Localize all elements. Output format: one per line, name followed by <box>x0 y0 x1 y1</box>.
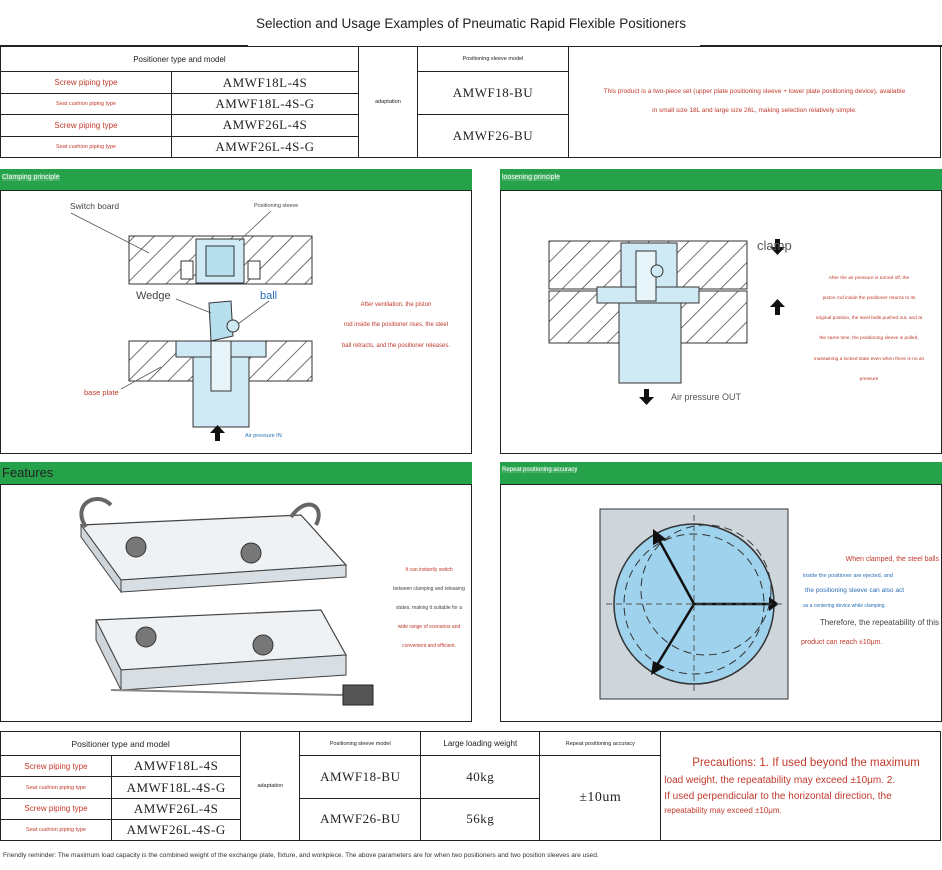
row-model: AMWF26L-4S-G <box>110 818 242 842</box>
label-air-in: Air pressure IN <box>245 433 282 439</box>
features-note-line: wide range of scenarios and <box>397 624 461 630</box>
adaptation-label: adaptation <box>240 731 301 841</box>
accuracy-value: ±10um <box>539 755 662 841</box>
accuracy-diagram <box>599 508 789 700</box>
row-type: Seat cushion piping type <box>0 135 172 159</box>
description-line-2: in small size 18L and large size 26L, ma… <box>652 107 857 114</box>
clamping-note-line: ball retracts, and the positioner releas… <box>341 342 451 349</box>
features-note-line: states, making it suitable for a <box>395 605 463 611</box>
label-clamp: clamp <box>757 238 792 253</box>
features-bar: Features <box>0 462 472 484</box>
accuracy-line: the positioning sleeve can also act <box>805 587 905 595</box>
features-panel: It can instantly switch between clamping… <box>0 484 472 722</box>
row-type: Screw piping type <box>0 755 112 778</box>
accuracy-line: When clamped, the steel balls <box>845 556 939 563</box>
loosening-panel: clamp Air pressure OUT After the air pre… <box>500 190 942 454</box>
precautions-line: load weight, the repeatability may excee… <box>664 774 896 786</box>
row-type: Screw piping type <box>0 797 112 820</box>
sleeve-model: AMWF18-BU <box>416 71 569 116</box>
row-type: Seat cushion piping type <box>0 92 172 116</box>
label-positioning-sleeve: Positioning sleeve <box>254 203 299 209</box>
page-title: Selection and Usage Examples of Pneumati… <box>256 16 686 31</box>
clamping-bar-title: Clamping principle <box>2 174 60 181</box>
precautions-cell: Precautions: 1. If used beyond the maxim… <box>660 731 941 841</box>
load-value: 40kg <box>420 755 541 799</box>
footer-reminder: Friendly reminder: The maximum load capa… <box>3 852 599 859</box>
title-rule <box>700 45 942 47</box>
loosening-note-line: the same time, the positioning sleeve is… <box>819 336 919 342</box>
bottom-spec-table: Positioner type and model adaptation Pos… <box>0 730 941 842</box>
clamping-diagram <box>70 210 313 441</box>
header-sleeve: Positioning sleeve model <box>299 730 422 757</box>
clamping-note-line: After ventilation, the piston <box>360 302 432 308</box>
label-air-out: Air pressure OUT <box>671 392 742 402</box>
clamping-note: After ventilation, the piston rod inside… <box>323 295 469 356</box>
top-selection-table: Positioner type and model adaptation Pos… <box>0 45 942 159</box>
accuracy-line: Therefore, the repeatability of this <box>819 618 939 628</box>
features-note: It can instantly switch between clamping… <box>381 561 477 656</box>
precautions-line: repeatability may exceed ±10μm. <box>664 805 782 815</box>
row-model: AMWF18L-4S <box>171 71 359 94</box>
row-model: AMWF18L-4S-G <box>110 776 242 799</box>
label-ball: ball <box>260 290 278 302</box>
loosening-note-line: pressure <box>859 376 879 382</box>
row-model: AMWF18L-4S <box>110 755 242 778</box>
loosening-note: After the air pressure is turned off, th… <box>799 269 939 390</box>
header-accuracy: Repeat positioning accuracy <box>539 730 662 757</box>
features-note-line: convenient and efficient. <box>402 643 456 649</box>
loosening-bar: loosening principle <box>500 169 942 191</box>
accuracy-bar-title: Repeat positioning accuracy <box>502 467 578 473</box>
loosening-note-line: piston rod inside the positioner returns… <box>822 296 916 302</box>
accuracy-line: product can reach ±10μm. <box>801 639 883 647</box>
row-type: Screw piping type <box>0 71 172 94</box>
header-type: Positioner type and model <box>0 45 359 73</box>
label-switch-board: Switch board <box>70 201 120 211</box>
description-cell: This product is a two-piece set (upper p… <box>567 46 942 158</box>
precautions-line: If used perpendicular to the horizontal … <box>664 790 892 802</box>
sleeve-model: AMWF26-BU <box>416 114 569 158</box>
row-type: Screw piping type <box>0 114 172 137</box>
load-value: 56kg <box>420 797 541 842</box>
accuracy-line: inside the positioner are ejected, and <box>803 573 893 580</box>
clamping-note-line: rod inside the positioner rises, the ste… <box>343 322 449 329</box>
row-model: AMWF26L-4S <box>110 797 242 820</box>
row-model: AMWF18L-4S-G <box>171 92 359 116</box>
clamping-bar: Clamping principle <box>0 169 472 191</box>
features-bar-title: Features <box>2 465 54 480</box>
header-sleeve: Positioning sleeve model <box>416 45 569 73</box>
precautions-line: Precautions: 1. If used beyond the maxim… <box>692 757 920 770</box>
label-wedge: Wedge <box>136 290 171 302</box>
header-type: Positioner type and model <box>0 730 242 757</box>
sleeve-model: AMWF26-BU <box>299 797 422 842</box>
row-type: Seat cushion piping type <box>0 818 112 842</box>
features-note-line: between clamping and releasing <box>393 586 465 592</box>
label-base-plate: base plate <box>84 388 119 397</box>
adaptation-label: adaptation <box>357 46 418 158</box>
loosening-note-line: maintaining a locked state even when the… <box>813 356 925 362</box>
title-rule <box>0 45 248 47</box>
features-note-line: It can instantly switch <box>405 567 453 573</box>
clamping-panel: Switch board Positioning sleeve Wedge ba… <box>0 190 472 454</box>
row-model: AMWF26L-4S-G <box>171 135 359 159</box>
accuracy-panel: When clamped, the steel balls inside the… <box>500 484 942 722</box>
accuracy-line: as a centering device while clamping. <box>803 603 886 610</box>
description-line-1: This product is a two-piece set (upper p… <box>603 88 906 96</box>
loosening-note-line: After the air pressure is turned off, th… <box>828 276 910 281</box>
row-model: AMWF26L-4S <box>171 114 359 137</box>
sleeve-model: AMWF18-BU <box>299 755 422 799</box>
accuracy-text: When clamped, the steel balls inside the… <box>799 551 939 652</box>
loosening-note-line: original position, the steel balls pushe… <box>815 316 923 322</box>
loosening-bar-title: loosening principle <box>502 174 560 181</box>
loosening-diagram <box>548 239 785 405</box>
header-load: Large loading weight <box>420 730 541 757</box>
row-type: Seat cushion piping type <box>0 776 112 799</box>
features-illustration <box>79 497 374 706</box>
accuracy-bar: Repeat positioning accuracy <box>500 462 942 484</box>
